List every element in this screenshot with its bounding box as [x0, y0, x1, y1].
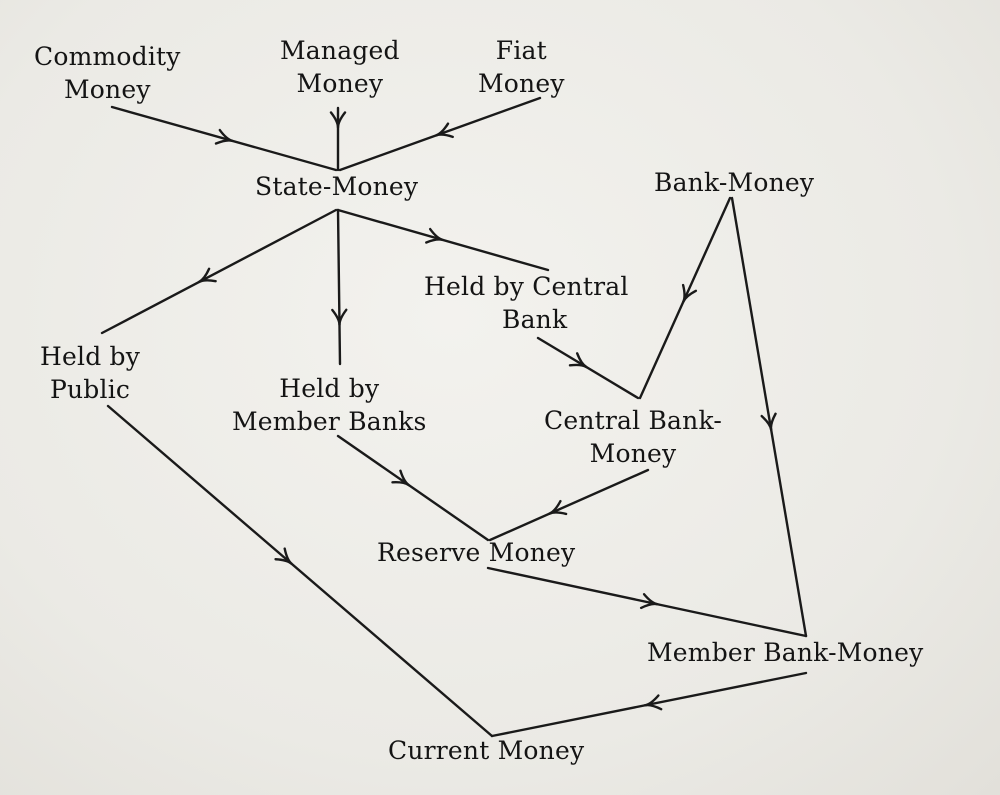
edge-line [536, 336, 640, 400]
node-current-money: Current Money [388, 736, 585, 765]
node-member-bank-money: Member Bank-Money [647, 638, 924, 667]
arrowhead [760, 412, 777, 431]
edge-line [100, 208, 338, 335]
node-commodity-money: Commodity Money [34, 42, 181, 104]
edge-held-by-public-to-current-money [106, 404, 494, 738]
edge-line [110, 105, 338, 172]
arrowhead [391, 469, 410, 487]
edge-reserve-money-to-member-bank-money [486, 566, 808, 638]
edge-state-money-to-held-by-public [100, 208, 338, 335]
node-held-by-member-banks: Held by Member Banks [232, 374, 427, 436]
edge-line [486, 566, 808, 638]
arrowhead [329, 111, 347, 129]
arrowhead [681, 283, 698, 303]
edge-commodity-money-to-state-money [110, 105, 338, 172]
edge-member-bank-money-to-current-money [490, 671, 808, 738]
edge-state-money-to-held-by-central-bank [336, 208, 550, 272]
edge-line [336, 434, 490, 542]
arrowhead [548, 499, 568, 516]
node-reserve-money: Reserve Money [377, 538, 576, 567]
arrowhead [639, 593, 659, 610]
node-fiat-money: Fiat Money [478, 36, 565, 98]
arrowhead [197, 267, 217, 284]
edge-bank-money-to-member-bank-money [730, 196, 808, 638]
arrowhead [331, 308, 348, 327]
arrowhead [435, 122, 454, 139]
arrowhead [425, 227, 444, 244]
edge-fiat-money-to-state-money [338, 96, 542, 172]
edge-held-by-member-banks-to-reserve-money [336, 434, 490, 542]
node-managed-money: Managed Money [280, 36, 400, 98]
node-central-bank-money: Central Bank- Money [544, 406, 723, 468]
node-held-by-public: Held by Public [40, 342, 141, 404]
edge-line [730, 196, 808, 638]
edge-line [488, 468, 650, 542]
edge-bank-money-to-central-bank-money [638, 196, 732, 400]
edge-line [336, 208, 342, 366]
edge-state-money-to-held-by-member-banks [331, 208, 348, 366]
arrowhead [214, 128, 234, 145]
node-held-by-central-bank: Held by Central Bank [424, 272, 629, 334]
edge-central-bank-money-to-reserve-money [488, 468, 650, 542]
arrowhead [643, 694, 663, 711]
node-bank-money: Bank-Money [654, 168, 815, 197]
node-state-money: State-Money [255, 172, 419, 201]
edge-line [106, 404, 494, 738]
edge-managed-money-to-state-money [329, 106, 347, 172]
arrowhead [274, 547, 293, 565]
arrowhead [568, 352, 588, 369]
edge-held-by-central-bank-to-central-bank-money [536, 336, 640, 400]
